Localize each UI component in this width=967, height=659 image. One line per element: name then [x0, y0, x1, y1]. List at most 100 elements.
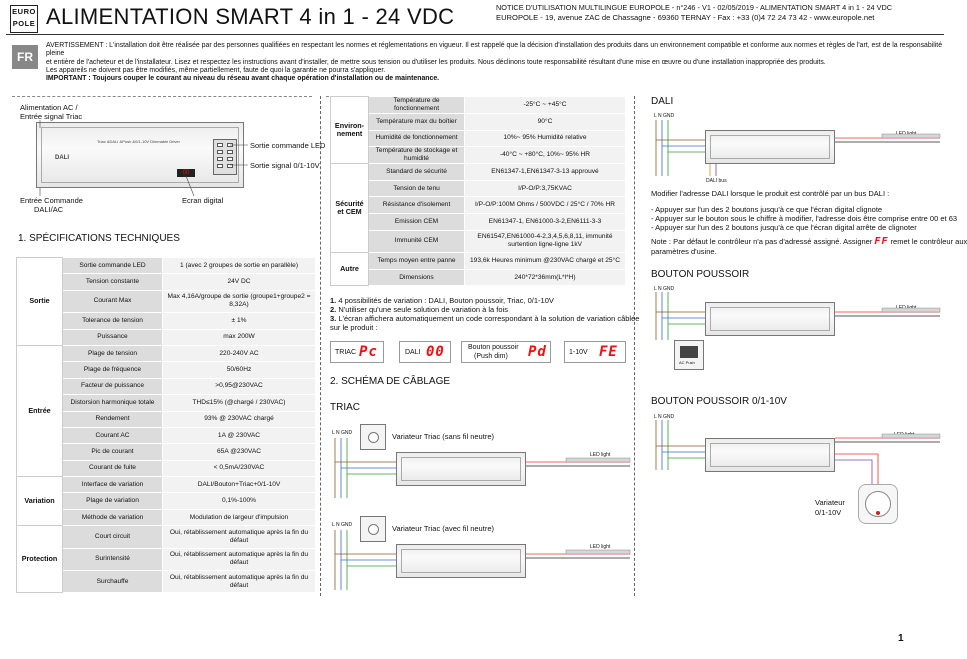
spec-category: Protection [16, 525, 63, 594]
spec-category: Autre [330, 252, 369, 287]
spec-param: Interface de variation [62, 476, 163, 494]
triac2-module [396, 544, 526, 578]
spec-param: Surintensité [62, 547, 163, 572]
triac2-lng: L N GND [332, 522, 353, 528]
logo-line1: EURO [12, 7, 36, 16]
spec-value: Modulation de largeur d'impulsion [162, 508, 316, 527]
spec-param: Méthode de variation [62, 508, 163, 527]
spec-param: Courant de fuite [62, 459, 163, 478]
spec-value: 1 (avec 2 groupes de sortie en parallèle… [162, 256, 316, 275]
push-button-box: AC Push [674, 340, 704, 370]
spec-value: Max 4,16A/groupe de sortie (groupe1+grou… [162, 289, 316, 314]
note-3b: sur le produit : [330, 323, 378, 332]
note-3: 3. L'écran affichera automatiquement un … [330, 314, 639, 323]
spec-value: 220-240V AC [162, 344, 316, 363]
note-3-text: L'écran affichera automatiquement un cod… [336, 314, 640, 323]
note-1-num: 1. [330, 296, 337, 305]
product-module: Triac &DALI &Push &0/1-10V Dimmable Driv… [36, 122, 244, 188]
spec-row: Facteur de puissance>0,95@230VAC [17, 377, 316, 396]
dali-p2c: paramètres d'usine. [651, 247, 717, 256]
note-2-num: 2. [330, 305, 337, 314]
spec-param: Plage de tension [62, 344, 163, 363]
spec-value: 1A @ 230VAC [162, 426, 316, 445]
module-text: Triac &DALI &Push &0/1-10V Dimmable Driv… [97, 139, 180, 144]
col1-top-rule [12, 96, 312, 97]
spec-value: ± 1% [162, 312, 316, 330]
spec-param: Facteur de puissance [62, 377, 163, 396]
spec-param: Puissance [62, 328, 163, 346]
dali-title: DALI [651, 96, 674, 107]
push010-lng: L N GND [654, 414, 675, 420]
dali-b1: - Appuyer sur l'un des 2 boutons jusqu'à… [651, 205, 883, 214]
spec-category: Sécurité et CEM [330, 163, 369, 254]
spec-param: Immunité CEM [368, 229, 465, 254]
spec-value: -25°C ~ +45°C [464, 96, 626, 114]
warning-line1: AVERTISSEMENT : L'installation doit être… [46, 42, 943, 58]
spec-param: Court circuit [62, 525, 163, 549]
spec-row: Courant de fuite< 0,5mA/230VAC [17, 459, 316, 478]
spec-param: Température max du boîtier [368, 113, 465, 131]
note-1: 1. 4 possibilités de variation : DALI, B… [330, 296, 554, 305]
spec-param: Distorsion harmonique totale [62, 394, 163, 412]
triac2-variator-label: Variateur Triac (avec fil neutre) [392, 524, 494, 533]
mode-push-label2: (Push dim) [474, 353, 508, 360]
spec-param: Température de stockage et humidité [368, 146, 465, 165]
spec-value: Oui, rétablissement automatique après la… [162, 570, 316, 594]
address-line: EUROPOLE - 19, avenue ZAC de Chassagne -… [496, 13, 875, 22]
spec-value: 65A @230VAC [162, 443, 316, 461]
spec-value: 93% @ 230VAC chargé [162, 410, 316, 428]
label-ac-2: Entrée signal Triac [20, 112, 83, 121]
spec-value: EN61547,EN61000-4-2,3,4,5,6,8,11, immuni… [464, 229, 626, 254]
push-wiring [655, 292, 941, 340]
spec-category: Entrée [16, 344, 63, 478]
push-module [705, 302, 835, 336]
spec-value: DALI/Bouton+Triac+0/1-10V [162, 476, 316, 494]
spec-value: I/P-O/P:100M Ohms / 500VDC / 25°C / 70% … [464, 196, 626, 214]
spec-param: Courant AC [62, 426, 163, 445]
spec-value: Oui, rétablissement automatique après la… [162, 547, 316, 572]
spec-value: 193,6k Heures minimum @230VAC chargé et … [464, 252, 626, 270]
triac1-variator-label: Variateur Triac (sans fil neutre) [392, 432, 494, 441]
spec-value: < 0,5mA/230VAC [162, 459, 316, 478]
mode-triac-label: TRIAC [335, 349, 356, 356]
spec-value: EN61347-1, EN61000-3-2,EN6111-3-3 [464, 212, 626, 231]
note-2-text: N'utiliser qu'une seule solution de vari… [336, 305, 508, 314]
page-number: 1 [898, 633, 904, 644]
spec-param: Plage de variation [62, 492, 163, 510]
label-ac: Alimentation AC / [20, 103, 78, 112]
mode-push-code: Pd [528, 344, 547, 360]
note-3-num: 3. [330, 314, 337, 323]
push-lng: L N GND [654, 286, 675, 292]
mode-dali-code: 00 [426, 344, 445, 360]
dali-p1: Modifier l'adresse DALI lorsque le produ… [651, 189, 890, 198]
spec-value: I/P-O/P:3,75KVAC [464, 179, 626, 198]
triac1-wiring [334, 438, 631, 498]
spec-param: Sortie commande LED [62, 256, 163, 275]
spec-row: Température de stockage et humidité-40°C… [331, 146, 626, 165]
triac2-led-label: LED light [590, 544, 611, 550]
section2-title: 2. SCHÉMA DE CÂBLAGE [330, 376, 451, 387]
triac2-variator [360, 516, 386, 542]
spec-param: Standard de sécurité [368, 163, 465, 181]
spec-param: Emission CEM [368, 212, 465, 231]
spec-category: Variation [16, 476, 63, 527]
logo-line2: POLE [12, 19, 36, 28]
warning-text: AVERTISSEMENT : L'installation doit être… [46, 42, 944, 83]
page-title: ALIMENTATION SMART 4 in 1 - 24 VDC [46, 4, 455, 29]
spec-param: Temps moyen entre panne [368, 252, 465, 270]
spec-value: EN61347-1,EN61347-3-13 approuvé [464, 163, 626, 181]
